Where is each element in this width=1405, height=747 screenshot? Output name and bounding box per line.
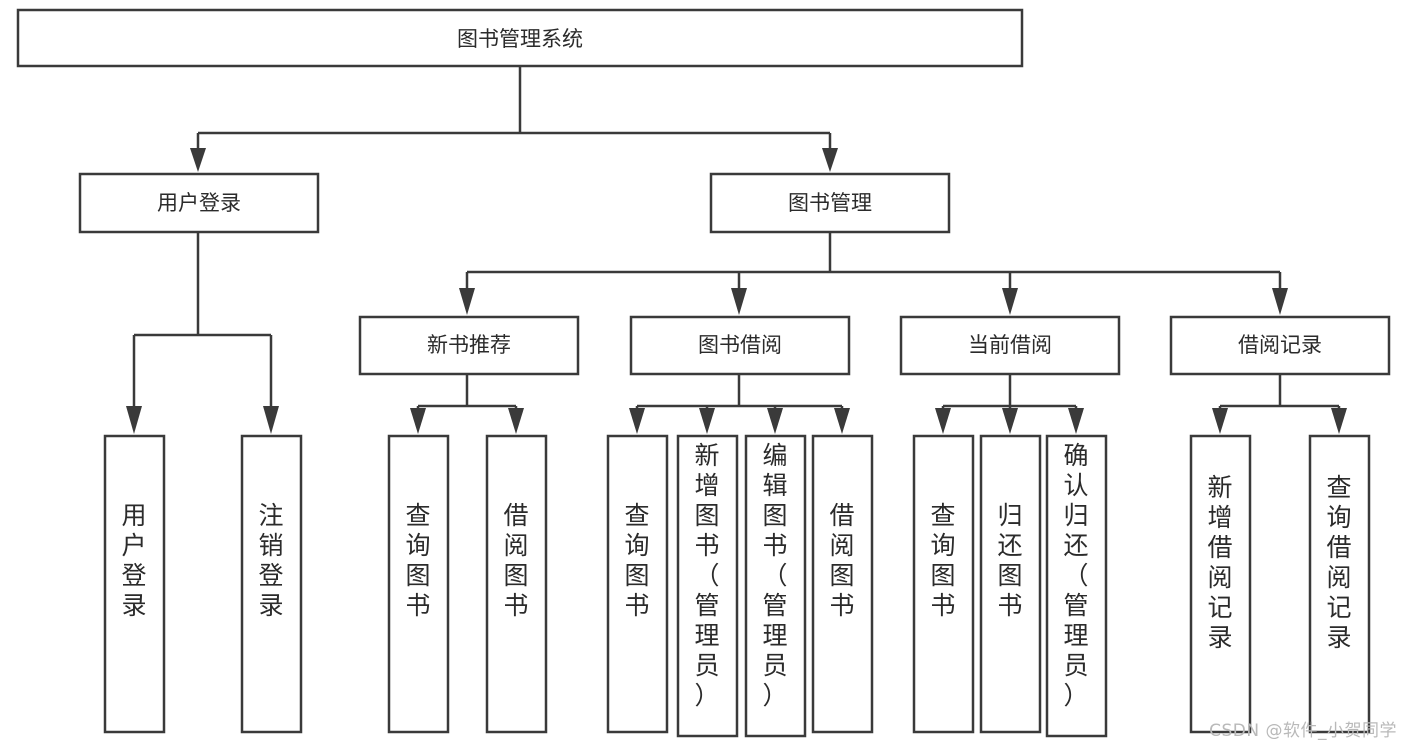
leaf-node-confirm-return-admin[interactable]: 确认归还（管理员） (1045, 434, 1108, 738)
leaf-node-add-book-admin-box[interactable] (676, 434, 739, 738)
node-current-borrow-box[interactable] (899, 315, 1121, 376)
leaf-node-edit-book-admin-box[interactable] (744, 434, 807, 738)
arrow-root-to-book-mgmt (822, 148, 838, 172)
arrow-borrow-to-leaf2 (699, 408, 715, 434)
node-root[interactable]: 图书管理系统 (16, 8, 1024, 68)
leaf-node-query-borrow-record-label: 查询借阅记录 (1326, 473, 1351, 652)
leaf-node-return-book-label: 归还图书 (997, 501, 1022, 620)
leaf-node-edit-book-admin-label: 编辑图书（管理员） (762, 441, 787, 710)
node-borrow-record-label: 借阅记录 (1238, 333, 1322, 357)
leaf-node-query-borrow-record[interactable]: 查询借阅记录 (1308, 434, 1371, 734)
leaf-node-query-book-1-label: 查询图书 (405, 501, 430, 620)
leaf-node-confirm-return-admin-box[interactable] (1045, 434, 1108, 738)
arrow-user-login-to-leaf1 (126, 406, 142, 434)
leaf-node-user-login-label: 用户登录 (121, 501, 146, 620)
node-book-management[interactable]: 图书管理 (709, 172, 951, 234)
leaf-node-confirm-return-admin-label: 确认归还（管理员） (1063, 441, 1088, 710)
arrow-current-to-leaf2 (1002, 408, 1018, 434)
leaf-node-query-book-1[interactable]: 查询图书 (387, 434, 450, 734)
leaf-node-query-book-2-box[interactable] (606, 434, 669, 734)
node-new-book-recommend-label: 新书推荐 (427, 333, 511, 357)
node-current-borrow[interactable]: 当前借阅 (899, 315, 1121, 376)
node-new-book-recommend[interactable]: 新书推荐 (358, 315, 580, 376)
node-book-management-label: 图书管理 (788, 191, 872, 215)
leaf-node-add-borrow-record-box[interactable] (1189, 434, 1252, 734)
leaf-node-query-book-3[interactable]: 查询图书 (912, 434, 975, 734)
leaf-node-return-book-box[interactable] (979, 434, 1042, 734)
leaf-node-return-book[interactable]: 归还图书 (979, 434, 1042, 734)
leaf-node-query-book-2-label: 查询图书 (624, 501, 649, 620)
leaf-node-add-borrow-record-label: 新增借阅记录 (1207, 473, 1232, 652)
node-user-login-label: 用户登录 (157, 191, 241, 215)
arrow-book-mgmt-to-newbook (459, 288, 475, 315)
leaf-node-add-book-admin-label: 新增图书（管理员） (694, 441, 719, 710)
arrow-root-to-user-login (190, 148, 206, 172)
arrow-borrow-to-leaf4 (834, 408, 850, 434)
arrow-current-to-leaf1 (935, 408, 951, 434)
arrow-record-to-leaf1 (1212, 408, 1228, 434)
leaf-node-add-borrow-record[interactable]: 新增借阅记录 (1189, 434, 1252, 734)
node-book-management-box[interactable] (709, 172, 951, 234)
arrow-newbook-to-leaf2 (508, 408, 524, 434)
node-new-book-recommend-box[interactable] (358, 315, 580, 376)
leaf-node-user-login[interactable]: 用户登录 (103, 434, 166, 734)
arrow-borrow-to-leaf1 (629, 408, 645, 434)
leaf-layer: 用户登录 注销登录 查询图书 借阅图书 查询图书 (103, 434, 1371, 738)
arrow-current-to-leaf3 (1068, 408, 1084, 434)
leaf-node-logout-box[interactable] (240, 434, 303, 734)
arrow-newbook-to-leaf1 (410, 408, 426, 434)
leaf-node-borrow-book-1-box[interactable] (485, 434, 548, 734)
node-borrow-record[interactable]: 借阅记录 (1169, 315, 1391, 376)
node-book-borrow[interactable]: 图书借阅 (629, 315, 851, 376)
leaf-node-query-borrow-record-box[interactable] (1308, 434, 1371, 734)
leaf-node-logout-label: 注销登录 (258, 501, 283, 620)
node-book-borrow-box[interactable] (629, 315, 851, 376)
arrow-book-mgmt-to-borrow (731, 288, 747, 315)
leaf-node-query-book-3-label: 查询图书 (930, 501, 955, 620)
arrow-book-mgmt-to-record (1272, 288, 1288, 315)
node-root-label: 图书管理系统 (457, 27, 583, 51)
leaf-node-borrow-book-2-label: 借阅图书 (829, 501, 854, 620)
arrow-book-mgmt-to-current (1002, 288, 1018, 315)
leaf-node-logout[interactable]: 注销登录 (240, 434, 303, 734)
arrow-borrow-to-leaf3 (767, 408, 783, 434)
leaf-node-query-book-3-box[interactable] (912, 434, 975, 734)
connector-layer (126, 66, 1347, 434)
node-root-box[interactable] (16, 8, 1024, 68)
node-user-login-box[interactable] (78, 172, 320, 234)
leaf-node-add-book-admin[interactable]: 新增图书（管理员） (676, 434, 739, 738)
leaf-node-user-login-box[interactable] (103, 434, 166, 734)
leaf-node-edit-book-admin[interactable]: 编辑图书（管理员） (744, 434, 807, 738)
node-borrow-record-box[interactable] (1169, 315, 1391, 376)
node-book-borrow-label: 图书借阅 (698, 333, 782, 357)
arrow-record-to-leaf2 (1331, 408, 1347, 434)
arrow-user-login-to-leaf2 (263, 406, 279, 434)
leaf-node-borrow-book-1-label: 借阅图书 (503, 501, 528, 620)
leaf-node-borrow-book-2-box[interactable] (811, 434, 874, 734)
node-current-borrow-label: 当前借阅 (968, 333, 1052, 357)
leaf-node-query-book-1-box[interactable] (387, 434, 450, 734)
leaf-node-query-book-2[interactable]: 查询图书 (606, 434, 669, 734)
leaf-node-borrow-book-1[interactable]: 借阅图书 (485, 434, 548, 734)
node-user-login[interactable]: 用户登录 (78, 172, 320, 234)
leaf-node-borrow-book-2[interactable]: 借阅图书 (811, 434, 874, 734)
